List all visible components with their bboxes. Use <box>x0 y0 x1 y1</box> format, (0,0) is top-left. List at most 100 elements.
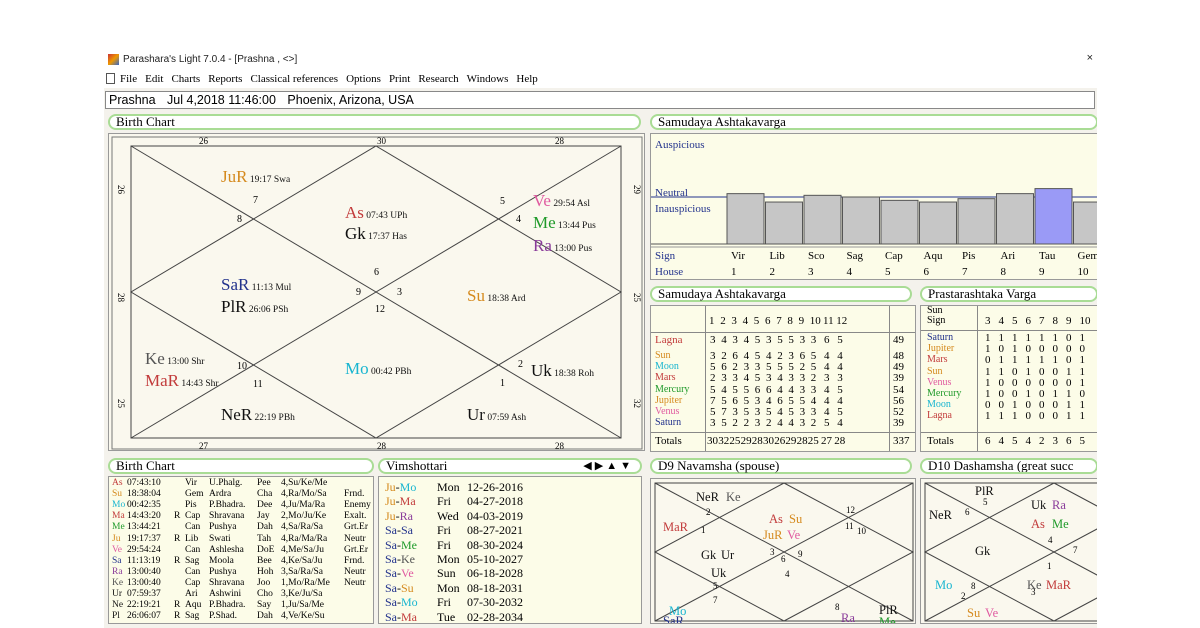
menu-research[interactable]: Research <box>418 72 459 85</box>
cell-value: 1 <box>998 354 1005 367</box>
menu-help[interactable]: Help <box>516 72 538 85</box>
planet-mar: MaR 14:43 Shr <box>145 371 219 390</box>
cell-value: 1 <box>998 332 1005 344</box>
cell-value: 3 <box>754 394 761 407</box>
planet-lords: 1,Ju/Sa/Me <box>281 600 325 611</box>
planet-ur: Ur <box>721 548 735 562</box>
bar-sco <box>803 194 842 245</box>
dasha-day: Mon <box>437 480 460 494</box>
planet-pada: Joo <box>257 577 271 588</box>
cell-value: 0 <box>1039 343 1045 356</box>
menu-edit[interactable]: Edit <box>145 72 164 85</box>
column-header: 6 <box>765 315 771 327</box>
row-label-mars: Mars <box>927 354 948 366</box>
sign-name: Lib <box>770 250 786 262</box>
d9-title[interactable]: D9 Navamsha (spouse) <box>650 458 912 474</box>
dasha-separator: - <box>397 523 401 538</box>
planet-jur: JuR <box>763 528 783 542</box>
next-arrow-icon[interactable]: ▶ <box>594 460 607 472</box>
planet-abbr: Me <box>112 522 125 533</box>
cell-value: 0 <box>1079 343 1086 356</box>
house-value: 3 <box>808 266 814 278</box>
menu-file[interactable]: File <box>120 72 138 85</box>
planet-dignity: Grt.Er <box>344 544 369 555</box>
up-arrow-icon[interactable]: ▲ <box>606 460 621 472</box>
total-value: 29 <box>785 435 797 447</box>
close-icon[interactable]: × <box>1086 52 1093 64</box>
bar-tau <box>1034 188 1073 245</box>
cell-value: 0 <box>1066 376 1072 389</box>
menu-charts[interactable]: Charts <box>171 72 201 85</box>
samudaya-table-title[interactable]: Samudaya Ashtakavarga <box>650 286 912 302</box>
house-value: 10 <box>1078 266 1090 278</box>
row-total: 48 <box>893 350 904 362</box>
dasha-separator: - <box>397 552 401 566</box>
cell-value: 4 <box>837 417 843 430</box>
column-divider <box>705 306 706 451</box>
sign-name: Tau <box>1039 250 1056 262</box>
outer-frame <box>111 136 643 450</box>
dasha-date: 02-28-2034 <box>467 609 523 624</box>
vimshottari-title[interactable]: Vimshottari ◀▶▲▼ <box>378 458 642 474</box>
house-number: 9 <box>798 549 803 559</box>
cell-value: 1 <box>1066 388 1072 400</box>
cell-value: 2 <box>710 372 716 385</box>
menu-options[interactable]: Options <box>346 72 381 85</box>
down-arrow-icon[interactable]: ▼ <box>620 460 634 472</box>
planet-lords: 4,Ra/Ma/Ra <box>281 533 328 544</box>
window-title: Parashara's Light 7.0.4 - [Prashna , <>] <box>123 54 298 65</box>
retro-flag: R <box>174 511 181 522</box>
planet-degree: 13:44:21 <box>127 522 161 533</box>
cell-value: 1 <box>1052 354 1059 367</box>
planet-abbr: Ke <box>112 577 124 588</box>
d10-title[interactable]: D10 Dashamsha (great succ <box>920 458 1097 474</box>
planet-nakshatra: Moola <box>209 555 234 566</box>
sign-name: Sag <box>847 250 864 262</box>
birth-list-title[interactable]: Birth Chart <box>108 458 374 474</box>
prev-arrow-icon[interactable]: ◀ <box>583 460 595 472</box>
planet-pada: Dah <box>257 522 273 533</box>
cell-value: 6 <box>777 394 783 407</box>
title-bar: Parashara's Light 7.0.4 - [Prashna , <>]… <box>104 50 1097 69</box>
menu-print[interactable]: Print <box>388 72 411 85</box>
menu-reports[interactable]: Reports <box>208 72 243 85</box>
cell-value: 4 <box>824 383 830 396</box>
house-number: 2 <box>518 359 523 370</box>
birth-chart-title[interactable]: Birth Chart <box>108 114 641 130</box>
house-number: 12 <box>846 505 855 515</box>
menu-windows[interactable]: Windows <box>466 72 509 85</box>
cell-value: 3 <box>721 372 727 385</box>
bar-pis <box>957 198 996 245</box>
cell-value: 3 <box>788 372 794 385</box>
planet-gk: Gk <box>975 544 991 558</box>
bar-sag <box>842 196 880 245</box>
prastarashtaka-title[interactable]: Prastarashtaka Varga <box>920 286 1097 302</box>
cell-value: 3 <box>732 406 738 418</box>
column-header: 10 <box>1079 315 1091 327</box>
document-icon[interactable] <box>106 73 115 84</box>
house-label: House <box>655 266 683 278</box>
lagna-value: 5 <box>837 334 843 346</box>
dasha-date: 08-18-2031 <box>467 580 523 595</box>
menu-classical-references[interactable]: Classical references <box>250 72 339 85</box>
dasha-lord: Sa <box>385 595 397 610</box>
samudaya-bar-title[interactable]: Samudaya Ashtakavarga <box>650 114 1097 130</box>
